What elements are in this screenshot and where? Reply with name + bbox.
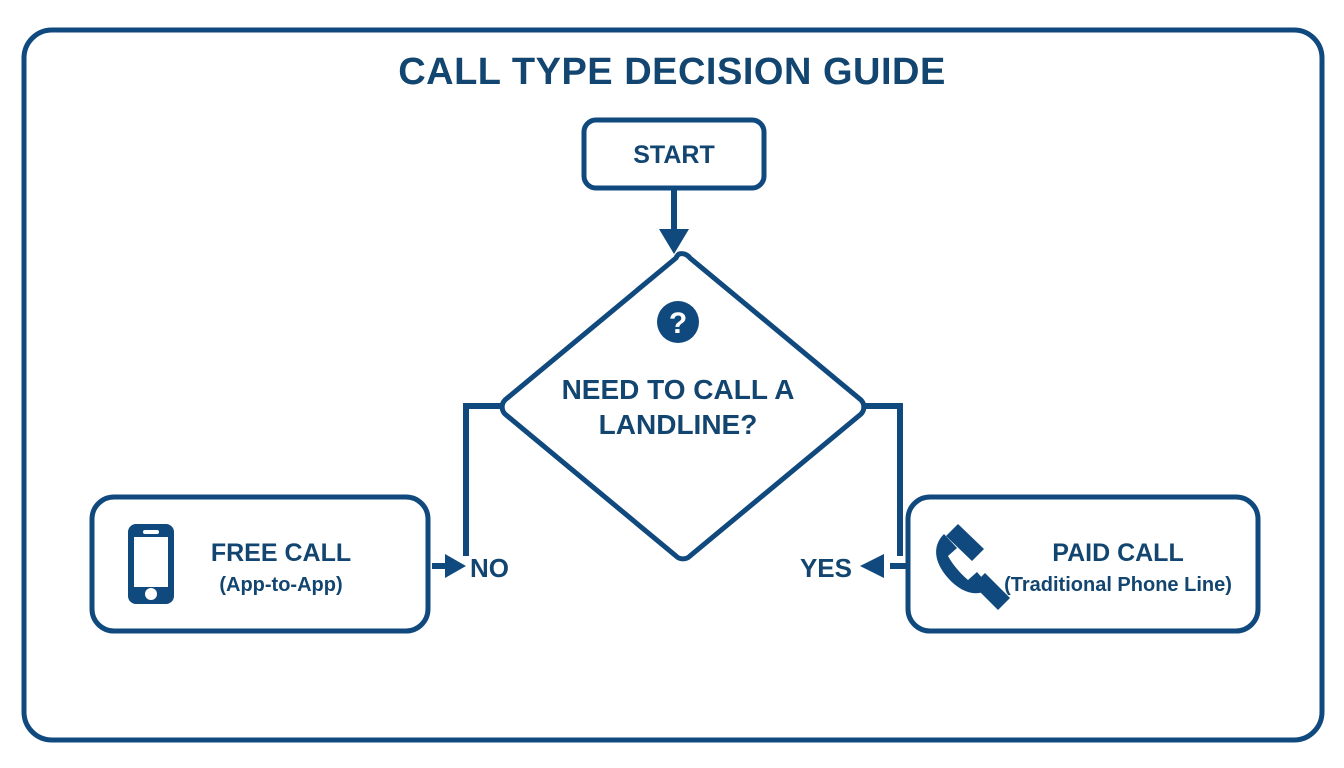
- smartphone-icon: [128, 524, 174, 604]
- decision-label-line2: LANDLINE?: [599, 409, 758, 440]
- start-node-label: START: [633, 141, 714, 169]
- branch-label-yes: YES: [800, 553, 852, 583]
- connector-yes-branch: [864, 403, 903, 556]
- arrowhead-right-to-no: [445, 554, 466, 578]
- free-call-node[interactable]: [89, 494, 431, 634]
- paid-call-subtitle: (Traditional Phone Line): [1004, 574, 1232, 596]
- paid-call-title: PAID CALL: [1052, 539, 1183, 567]
- free-call-subtitle: (App-to-App): [219, 574, 342, 596]
- arrowhead-left-to-yes: [860, 554, 884, 578]
- connector-no-branch: [463, 403, 502, 556]
- arrowhead-down-to-decision: [659, 229, 689, 254]
- question-mark-glyph: ?: [669, 307, 687, 340]
- question-mark-icon: [657, 301, 699, 343]
- free-call-title: FREE CALL: [211, 539, 351, 567]
- branch-label-no: NO: [470, 553, 509, 583]
- page-title: CALL TYPE DECISION GUIDE: [398, 51, 946, 93]
- decision-node[interactable]: [499, 251, 867, 562]
- decision-label-line1: NEED TO CALL A: [562, 374, 795, 405]
- phone-handset-icon: [936, 524, 1010, 610]
